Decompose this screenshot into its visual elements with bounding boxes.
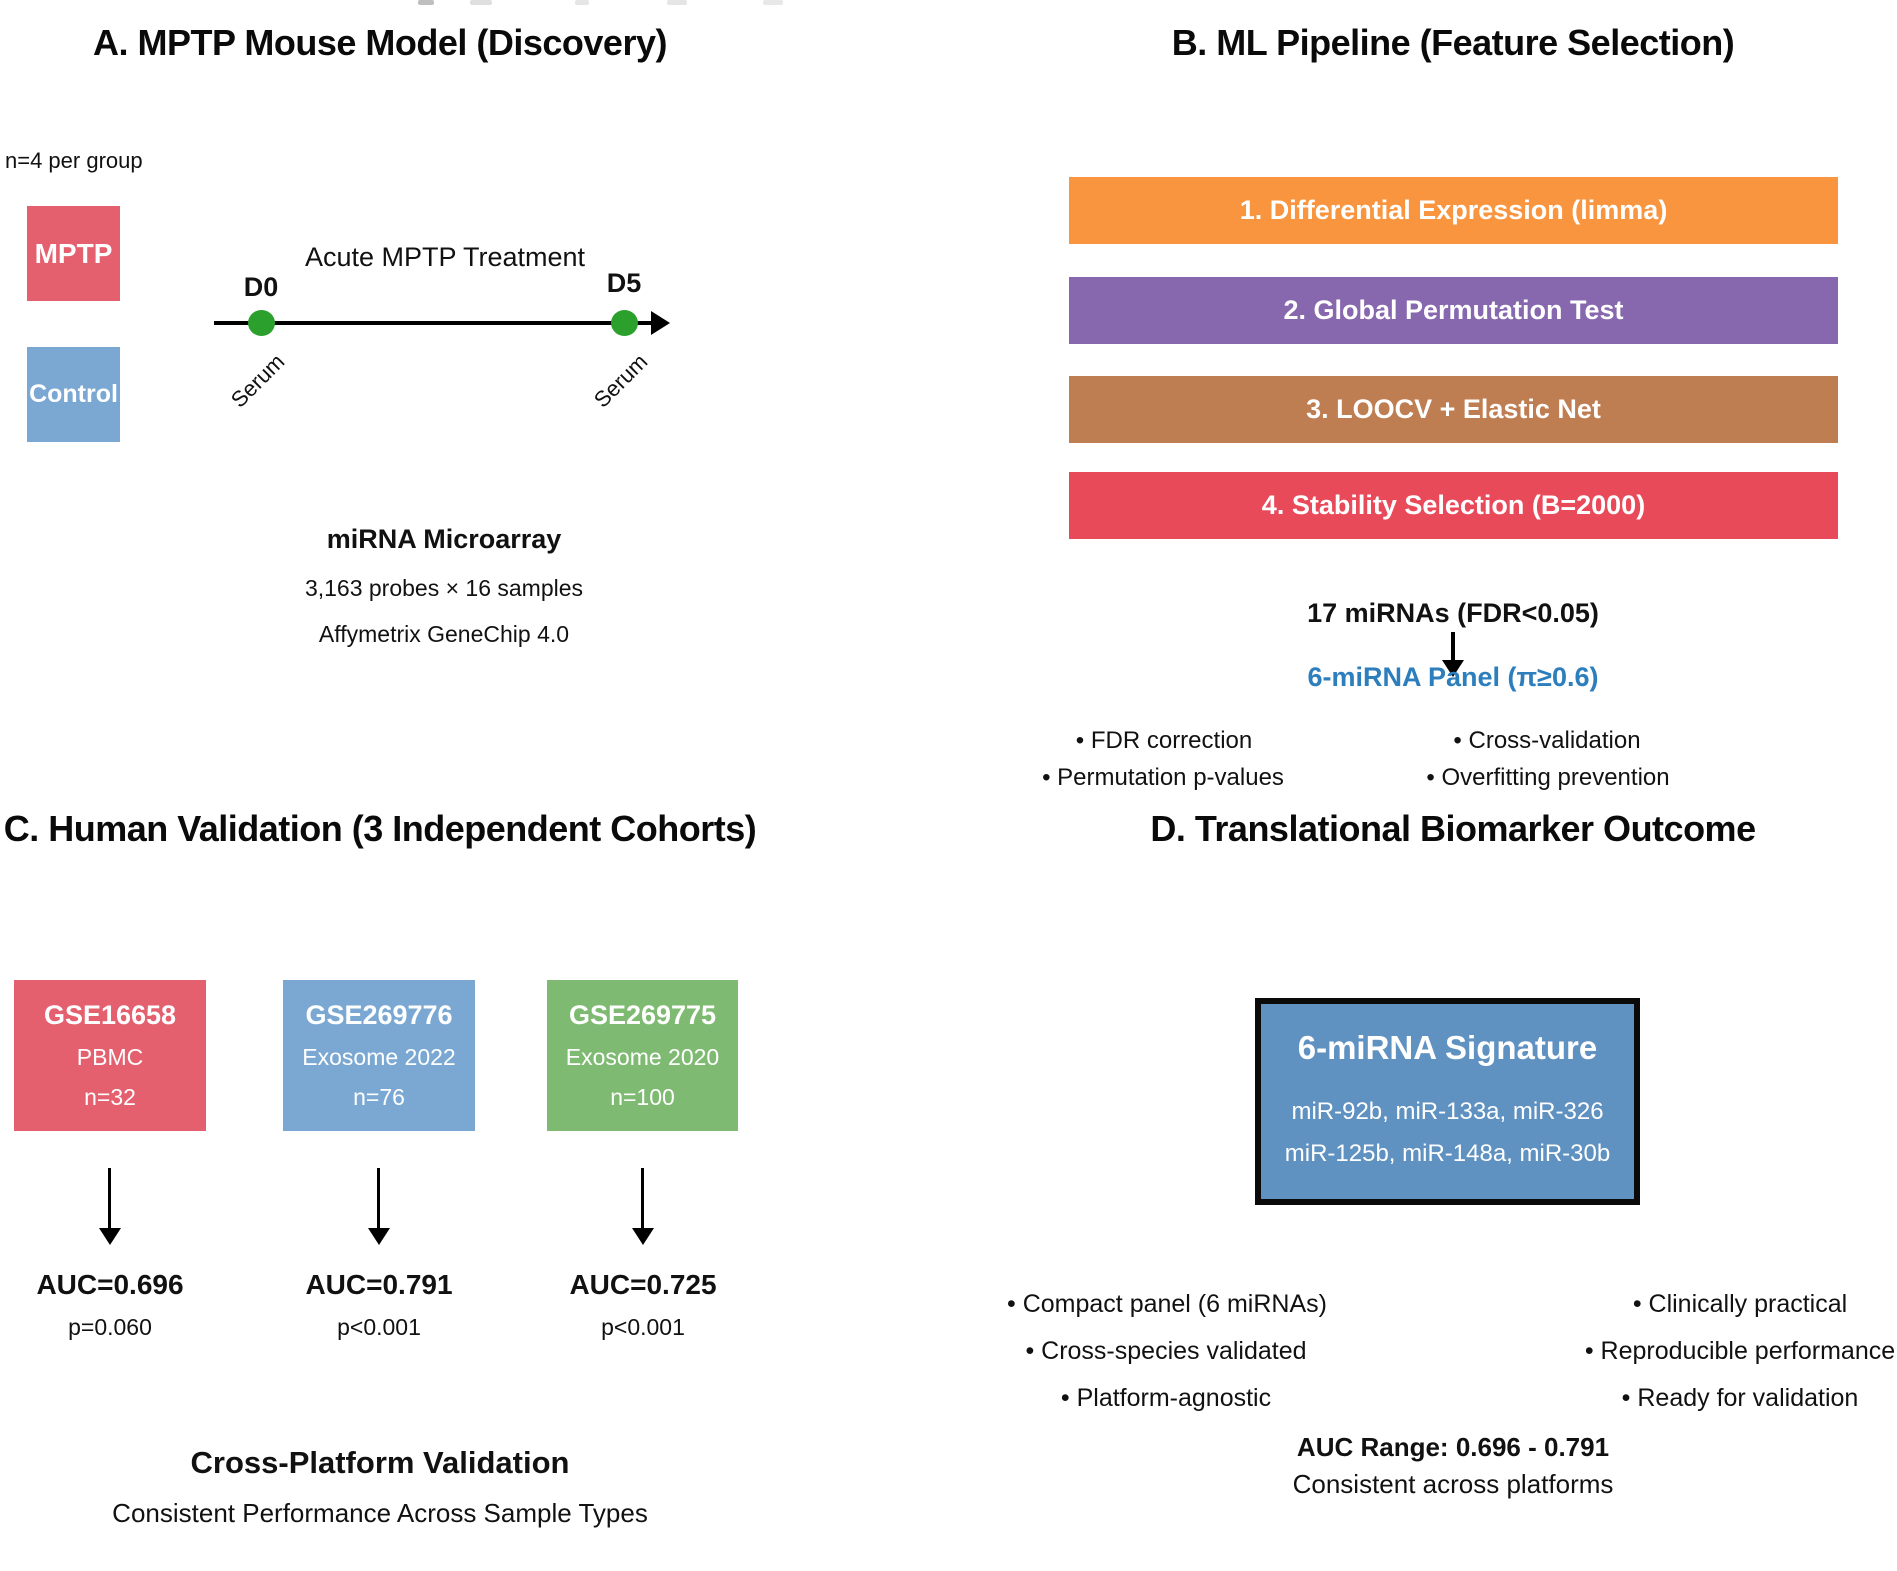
serum-label-d5: Serum xyxy=(588,348,653,413)
signature-mirna-line1: miR-92b, miR-133a, miR-326 xyxy=(1291,1097,1604,1125)
pipeline-bullet-overfitting: • Overfitting prevention xyxy=(1426,764,1670,791)
cohort-id: GSE16658 xyxy=(43,1000,177,1030)
mptp-group-box: MPTP xyxy=(27,206,120,301)
outcome-bullet-clinical: • Clinically practical xyxy=(1632,1290,1848,1318)
cohort-box-gse16658: GSE16658 PBMC n=32 xyxy=(14,980,206,1131)
control-group-label: Control xyxy=(29,380,118,408)
cohort-down-arrowhead-icon xyxy=(99,1228,121,1245)
top-crop-artifact xyxy=(763,0,783,5)
control-group-box: Control xyxy=(27,347,120,442)
timeline-dot-d0 xyxy=(248,310,275,336)
cross-platform-title: Cross-Platform Validation xyxy=(190,1445,570,1480)
serum-label-d0: Serum xyxy=(225,348,290,413)
cohort-sample-type: PBMC xyxy=(76,1044,144,1070)
cohort-id: GSE269776 xyxy=(305,1000,453,1030)
mptp-group-label: MPTP xyxy=(34,237,113,269)
panel-c-title: C. Human Validation (3 Independent Cohor… xyxy=(3,808,757,849)
pipeline-step-3: 3. LOOCV + Elastic Net xyxy=(1069,376,1838,443)
pipeline-step-4-label: 4. Stability Selection (B=2000) xyxy=(1261,490,1646,520)
assay-line2: Affymetrix GeneChip 4.0 xyxy=(318,621,570,647)
top-crop-artifact xyxy=(418,0,434,5)
pipeline-step-1: 1. Differential Expression (limma) xyxy=(1069,177,1838,244)
pipeline-step-2: 2. Global Permutation Test xyxy=(1069,277,1838,344)
cohort-sample-type: Exosome 2020 xyxy=(565,1044,720,1070)
outcome-bullet-crossspecies: • Cross-species validated xyxy=(1025,1337,1307,1365)
top-crop-artifact xyxy=(667,0,687,5)
consistency-label: Consistent across platforms xyxy=(1292,1469,1614,1499)
timepoint-d0-label: D0 xyxy=(243,272,279,302)
pipeline-result-panel: 6-miRNA Panel (π≥0.6) xyxy=(1307,662,1599,692)
timeline-line xyxy=(214,321,654,325)
cohort-sample-type: Exosome 2022 xyxy=(302,1044,456,1070)
cross-platform-subtitle: Consistent Performance Across Sample Typ… xyxy=(112,1498,648,1528)
cohort-size: n=100 xyxy=(610,1084,675,1110)
pipeline-down-arrowhead-icon xyxy=(1442,660,1464,677)
timeline-dot-d5 xyxy=(611,310,638,336)
pipeline-bullet-crossvalidation: • Cross-validation xyxy=(1453,727,1641,754)
auc-range-label: AUC Range: 0.696 - 0.791 xyxy=(1296,1432,1610,1462)
top-crop-artifact xyxy=(575,0,589,5)
cohort-pvalue: p<0.001 xyxy=(337,1314,421,1340)
signature-box: 6-miRNA Signature miR-92b, miR-133a, miR… xyxy=(1255,998,1640,1205)
pipeline-down-arrow xyxy=(1451,632,1455,662)
cohort-down-arrowhead-icon xyxy=(632,1228,654,1245)
outcome-bullet-compact: • Compact panel (6 miRNAs) xyxy=(1007,1290,1327,1318)
signature-mirna-line2: miR-125b, miR-148a, miR-30b xyxy=(1284,1139,1611,1167)
assay-line1: 3,163 probes × 16 samples xyxy=(304,575,584,601)
pipeline-step-4: 4. Stability Selection (B=2000) xyxy=(1069,472,1838,539)
cohort-size: n=32 xyxy=(84,1084,136,1110)
cohort-auc: AUC=0.696 xyxy=(36,1269,184,1300)
cohort-pvalue: p=0.060 xyxy=(68,1314,152,1340)
panel-b-title: B. ML Pipeline (Feature Selection) xyxy=(1171,22,1735,63)
cohort-size: n=76 xyxy=(353,1084,405,1110)
cohort-down-arrowhead-icon xyxy=(368,1228,390,1245)
pipeline-step-2-label: 2. Global Permutation Test xyxy=(1283,295,1624,325)
pipeline-step-3-label: 3. LOOCV + Elastic Net xyxy=(1306,394,1601,424)
timepoint-d5-label: D5 xyxy=(606,268,642,298)
cohort-down-arrow xyxy=(641,1168,644,1230)
outcome-bullet-platform: • Platform-agnostic xyxy=(1060,1384,1272,1412)
timeline-arrowhead-icon xyxy=(651,311,670,335)
cohort-box-gse269775: GSE269775 Exosome 2020 n=100 xyxy=(547,980,738,1131)
top-crop-artifact xyxy=(470,0,492,5)
panel-d-title: D. Translational Biomarker Outcome xyxy=(1150,808,1756,849)
pipeline-result-count: 17 miRNAs (FDR<0.05) xyxy=(1307,598,1599,628)
panel-a-title: A. MPTP Mouse Model (Discovery) xyxy=(93,22,667,63)
cohort-auc: AUC=0.791 xyxy=(305,1269,453,1300)
outcome-bullet-reproducible: • Reproducible performance xyxy=(1584,1337,1896,1365)
cohort-id: GSE269775 xyxy=(568,1000,717,1030)
pipeline-bullet-fdr: • FDR correction xyxy=(1075,727,1253,754)
signature-title: 6-miRNA Signature xyxy=(1297,1028,1598,1066)
pipeline-step-1-label: 1. Differential Expression (limma) xyxy=(1239,195,1668,225)
cohort-down-arrow xyxy=(108,1168,111,1230)
assay-title: miRNA Microarray xyxy=(326,524,562,554)
cohort-pvalue: p<0.001 xyxy=(601,1314,685,1340)
treatment-label: Acute MPTP Treatment xyxy=(304,242,586,272)
pipeline-bullet-permutation: • Permutation p-values xyxy=(1042,764,1284,791)
cohort-down-arrow xyxy=(377,1168,380,1230)
outcome-bullet-ready: • Ready for validation xyxy=(1621,1384,1859,1412)
cohort-box-gse269776: GSE269776 Exosome 2022 n=76 xyxy=(283,980,475,1131)
cohort-auc: AUC=0.725 xyxy=(569,1269,717,1300)
group-size-label: n=4 per group xyxy=(5,148,143,173)
